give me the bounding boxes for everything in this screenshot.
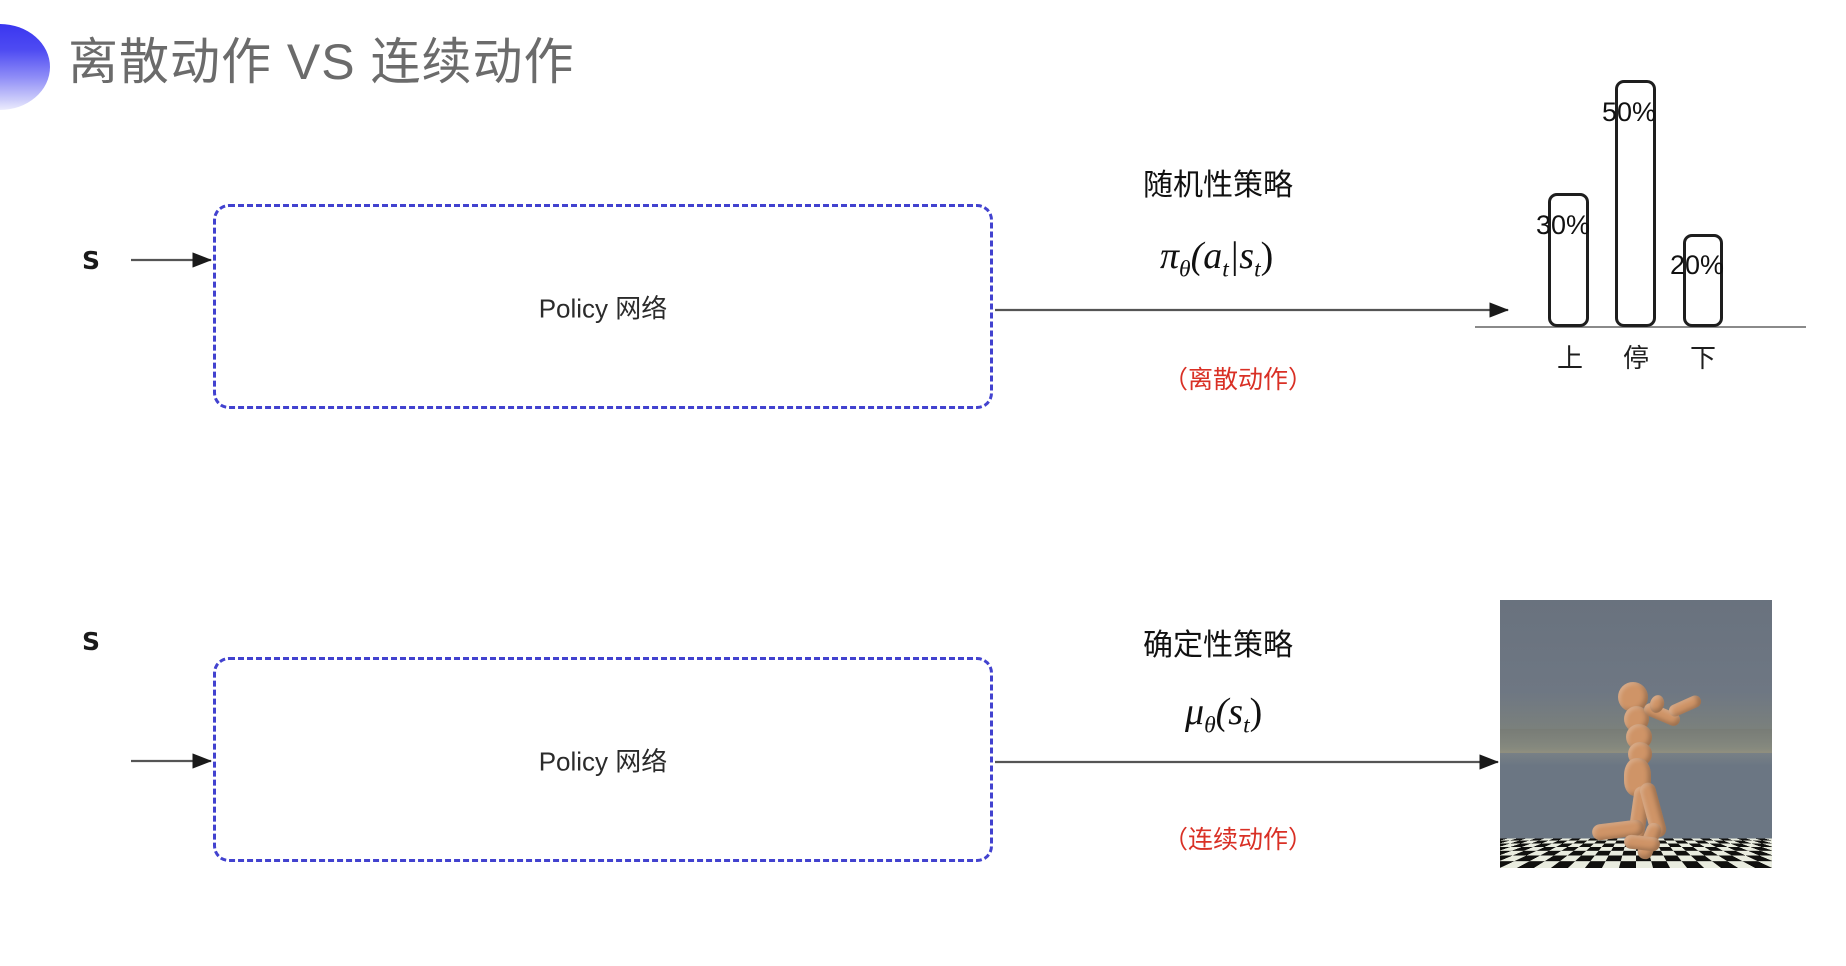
title-accent-shape — [0, 24, 50, 110]
page-title: 离散动作 VS 连续动作 — [68, 34, 575, 90]
policy-network-box-discrete: Policy 网络 — [213, 204, 993, 409]
formula-theta: θ — [1179, 256, 1191, 283]
bar-xia — [1683, 234, 1723, 327]
formula-open-s: (s — [1215, 691, 1244, 733]
formula-close-paren: ) — [1260, 235, 1274, 277]
bar-ting — [1615, 80, 1656, 327]
formula-mu: μ — [1185, 691, 1205, 733]
policy-heading-deterministic: 确定性策略 — [1143, 629, 1293, 662]
humanoid-forearm — [1667, 693, 1703, 719]
formula-bar-s: |s — [1228, 235, 1255, 277]
formula-open-a: (a — [1190, 235, 1223, 277]
humanoid-figure — [1500, 600, 1772, 868]
state-label-discrete: S — [82, 246, 101, 275]
bar-shang — [1548, 193, 1589, 327]
formula-sub-t-3: t — [1243, 712, 1250, 739]
humanoid-foot-front — [1623, 834, 1661, 852]
discrete-action-bar-chart: 30% 上 50% 停 20% 下 — [1470, 80, 1810, 415]
formula-stochastic-policy: πθ(at|st) — [1160, 234, 1273, 284]
formula-deterministic-policy: μθ(st) — [1185, 690, 1262, 740]
note-continuous-action: （连续动作） — [1163, 826, 1314, 854]
note-discrete-action: （离散动作） — [1163, 366, 1314, 394]
formula-sub-t-1: t — [1222, 256, 1229, 283]
state-label-continuous: S — [82, 627, 101, 656]
humanoid-simulation-image — [1500, 600, 1772, 868]
policy-network-box-continuous: Policy 网络 — [213, 657, 993, 862]
policy-heading-stochastic: 随机性策略 — [1143, 169, 1293, 202]
chart-axis-line — [1475, 326, 1806, 328]
formula-sub-t-2: t — [1254, 256, 1261, 283]
bar-category-xia: 下 — [1689, 343, 1716, 373]
formula-pi: π — [1160, 235, 1180, 277]
bar-value-xia: 20% — [1670, 250, 1725, 280]
bar-category-ting: 停 — [1622, 343, 1649, 373]
bar-category-shang: 上 — [1556, 343, 1583, 373]
policy-network-label-discrete: Policy 网络 — [538, 293, 668, 323]
formula-theta-2: θ — [1204, 712, 1216, 739]
bar-value-ting: 50% — [1602, 97, 1657, 127]
bar-value-shang: 30% — [1536, 210, 1591, 240]
policy-network-label-continuous: Policy 网络 — [538, 746, 668, 776]
formula-close-paren-2: ) — [1249, 691, 1263, 733]
